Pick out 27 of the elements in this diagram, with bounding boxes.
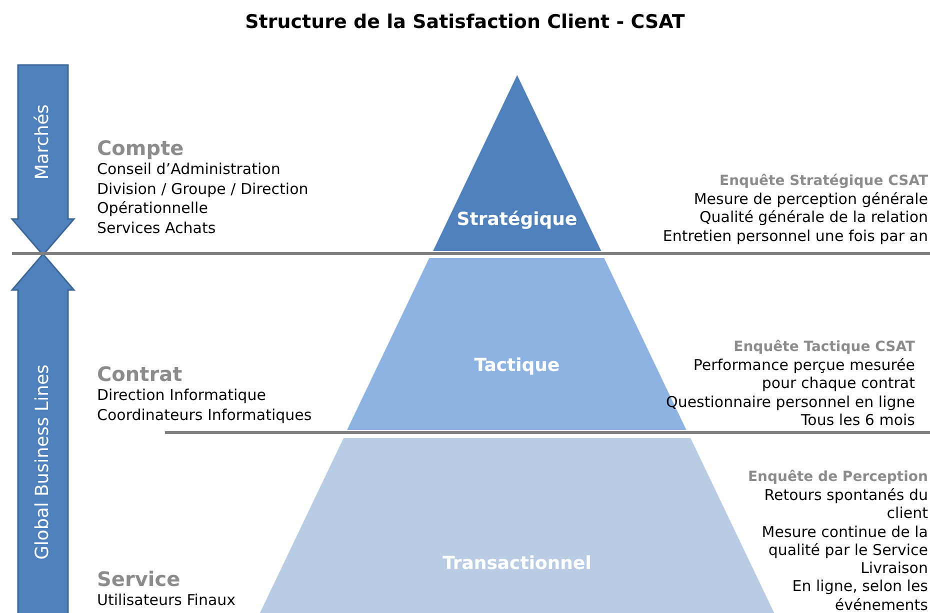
description-text: Direction Informatique xyxy=(97,386,266,406)
diagram-title: Structure de la Satisfaction Client - CSAT xyxy=(244,10,686,34)
description-text: Division / Groupe / Direction Opérationnelle xyxy=(97,180,310,218)
section-heading: Compte xyxy=(97,136,184,160)
section-heading: Contrat xyxy=(97,362,182,386)
description-text: En ligne, selon les événements xyxy=(791,577,928,613)
description-text: Qualité générale de la relation xyxy=(699,208,928,227)
description-text: Questionnaire personnel en ligne xyxy=(666,392,915,411)
tier-label: Stratégique xyxy=(456,209,578,231)
description-text: Coordinateurs Informatiques xyxy=(97,406,312,425)
section-heading: Enquête de Perception xyxy=(748,468,928,486)
tier-label: Transactionnel xyxy=(442,553,592,575)
description-text: Mesure de perception générale xyxy=(694,190,928,208)
section-heading: Enquête Tactique CSAT xyxy=(734,338,915,356)
arrow-label: Global Business Lines xyxy=(32,364,54,560)
description-text: Utilisateurs Finaux xyxy=(97,591,236,610)
tier-label: Tactique xyxy=(473,355,561,377)
section-heading: Service xyxy=(97,567,180,591)
description-text: Performance perçue mesurée pour chaque contrat xyxy=(692,356,915,393)
description-text: Entretien personnel une fois par an xyxy=(662,226,928,245)
arrow-label: Marchés xyxy=(32,104,54,180)
description-text: Retours spontanés du client xyxy=(763,486,928,523)
description-text: Tous les 6 mois xyxy=(801,410,915,430)
section-heading: Enquête Stratégique CSAT xyxy=(720,172,928,190)
description-text: Conseil d’Administration xyxy=(97,160,280,180)
description-text: Mesure continue de la qualité par le Service Livraison xyxy=(760,522,928,578)
description-text: Services Achats xyxy=(97,218,216,238)
